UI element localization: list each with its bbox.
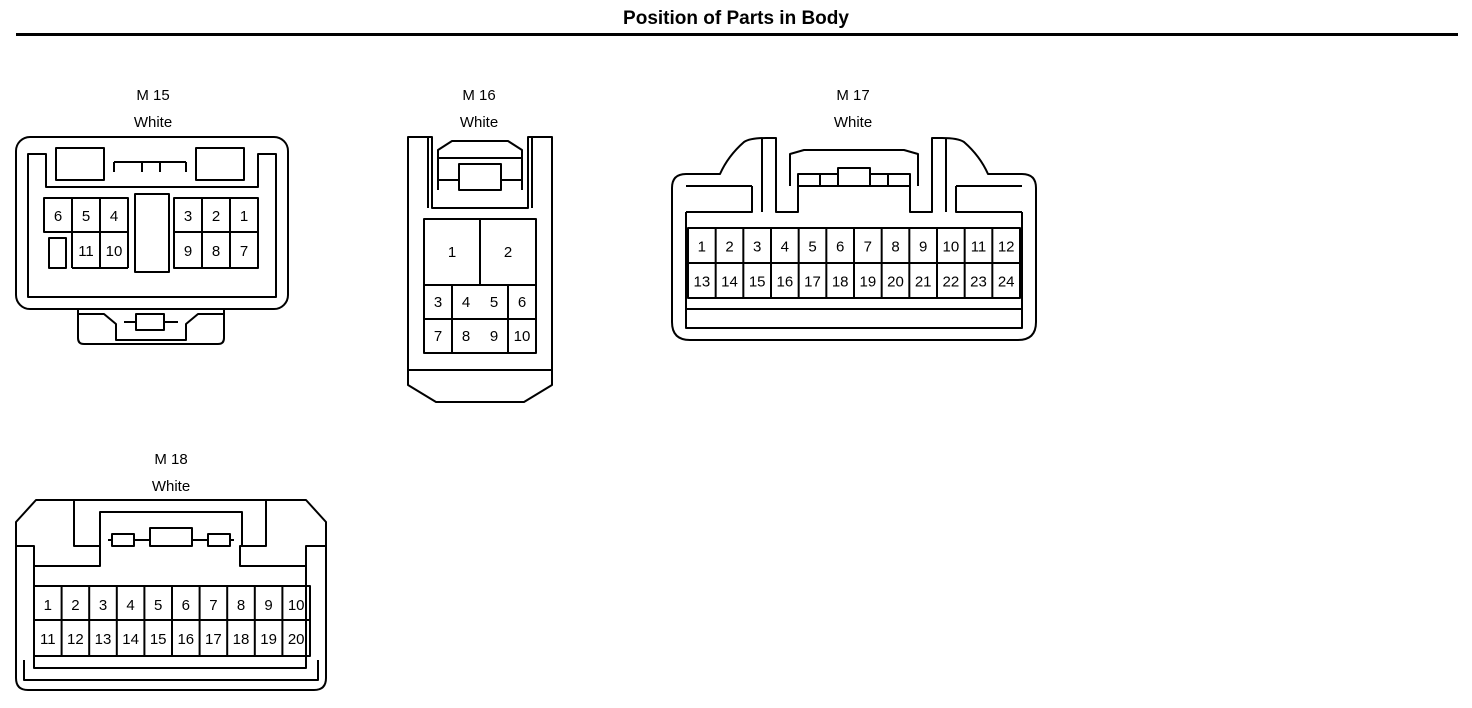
- m17-pin-12: 12: [998, 239, 1015, 256]
- m16-color: White: [459, 114, 499, 131]
- m17-pin-18: 18: [832, 274, 849, 291]
- m18-pin-2: 2: [71, 597, 79, 614]
- m16-pin-4: 4: [462, 294, 470, 311]
- m17-pin-13: 13: [693, 274, 710, 291]
- m18-pin-12: 12: [67, 631, 84, 648]
- m17-pin-4: 4: [781, 239, 789, 256]
- m18-pin-17: 17: [205, 631, 222, 648]
- m18-code: M 18: [154, 451, 188, 468]
- m17-pin-17: 17: [804, 274, 821, 291]
- m17-pin-24: 24: [998, 274, 1015, 291]
- m18-pin-15: 15: [150, 631, 167, 648]
- m17-pin-16: 16: [776, 274, 793, 291]
- m18-pin-19: 19: [260, 631, 277, 648]
- m18-pin-18: 18: [233, 631, 250, 648]
- m17-pin-21: 21: [915, 274, 932, 291]
- m17-pin-5: 5: [808, 239, 816, 256]
- m17-pin-23: 23: [970, 274, 987, 291]
- m18-pin-7: 7: [209, 597, 217, 614]
- m18-pin-16: 16: [177, 631, 194, 648]
- page-title: Position of Parts in Body: [623, 8, 849, 29]
- connector-m15: [15, 136, 289, 345]
- m16-pin-6: 6: [518, 294, 526, 311]
- m18-pin-11: 11: [40, 631, 56, 648]
- m18-pin-3: 3: [99, 597, 107, 614]
- m18-pin-9: 9: [264, 597, 272, 614]
- m18-pin-5: 5: [154, 597, 162, 614]
- m16-code: M 16: [462, 87, 496, 104]
- m18-pin-4: 4: [126, 597, 134, 614]
- m18-pin-1: 1: [44, 597, 52, 614]
- m17-pin-8: 8: [891, 239, 899, 256]
- m15-color: White: [133, 114, 173, 131]
- m17-color: White: [833, 114, 873, 131]
- m17-pin-20: 20: [887, 274, 904, 291]
- m17-pin-15: 15: [749, 274, 766, 291]
- m17-code: M 17: [836, 87, 870, 104]
- m17-pin-7: 7: [864, 239, 872, 256]
- m16-pin-9: 9: [490, 328, 498, 345]
- m15-pin-1: 1: [240, 208, 248, 225]
- m18-color: White: [151, 478, 191, 495]
- m17-pin-11: 11: [971, 239, 987, 256]
- m18-pin-8: 8: [237, 597, 245, 614]
- m15-pin-2: 2: [212, 208, 220, 225]
- m15-pin-9: 9: [184, 243, 192, 260]
- title-divider: [16, 33, 1458, 36]
- m15-code: M 15: [136, 87, 170, 104]
- m17-pin-14: 14: [721, 274, 738, 291]
- m16-pin-7: 7: [434, 328, 442, 345]
- m17-pin-1: 1: [698, 239, 706, 256]
- m16-pin-10: 10: [514, 328, 531, 345]
- m15-pin-6: 6: [54, 208, 62, 225]
- m16-pin-2: 2: [504, 244, 512, 261]
- m18-pin-20: 20: [288, 631, 305, 648]
- m15-pin-8: 8: [212, 243, 220, 260]
- m17-pin-6: 6: [836, 239, 844, 256]
- m15-pin-11: 11: [78, 243, 94, 260]
- m15-pins: 6 5 4 3 2 1 11 10 9 8 7: [54, 208, 248, 260]
- m16-pin-5: 5: [490, 294, 498, 311]
- m17-pin-9: 9: [919, 239, 927, 256]
- m17-pin-19: 19: [859, 274, 876, 291]
- connector-m16: [407, 136, 553, 403]
- m15-pin-5: 5: [82, 208, 90, 225]
- m16-pin-8: 8: [462, 328, 470, 345]
- m16-pin-3: 3: [434, 294, 442, 311]
- m18-pin-6: 6: [182, 597, 190, 614]
- m18-pin-13: 13: [95, 631, 112, 648]
- m17-pin-2: 2: [725, 239, 733, 256]
- m18-pin-10: 10: [288, 597, 305, 614]
- m16-pins: 1 2 3 4 5 6 7 8 9 10: [434, 244, 531, 345]
- m17-pin-22: 22: [942, 274, 959, 291]
- m15-pin-3: 3: [184, 208, 192, 225]
- m18-pin-14: 14: [122, 631, 139, 648]
- m15-pin-10: 10: [106, 243, 123, 260]
- m15-pin-7: 7: [240, 243, 248, 260]
- m15-pin-4: 4: [110, 208, 118, 225]
- m17-pin-3: 3: [753, 239, 761, 256]
- m16-pin-1: 1: [448, 244, 456, 261]
- m17-pin-10: 10: [942, 239, 959, 256]
